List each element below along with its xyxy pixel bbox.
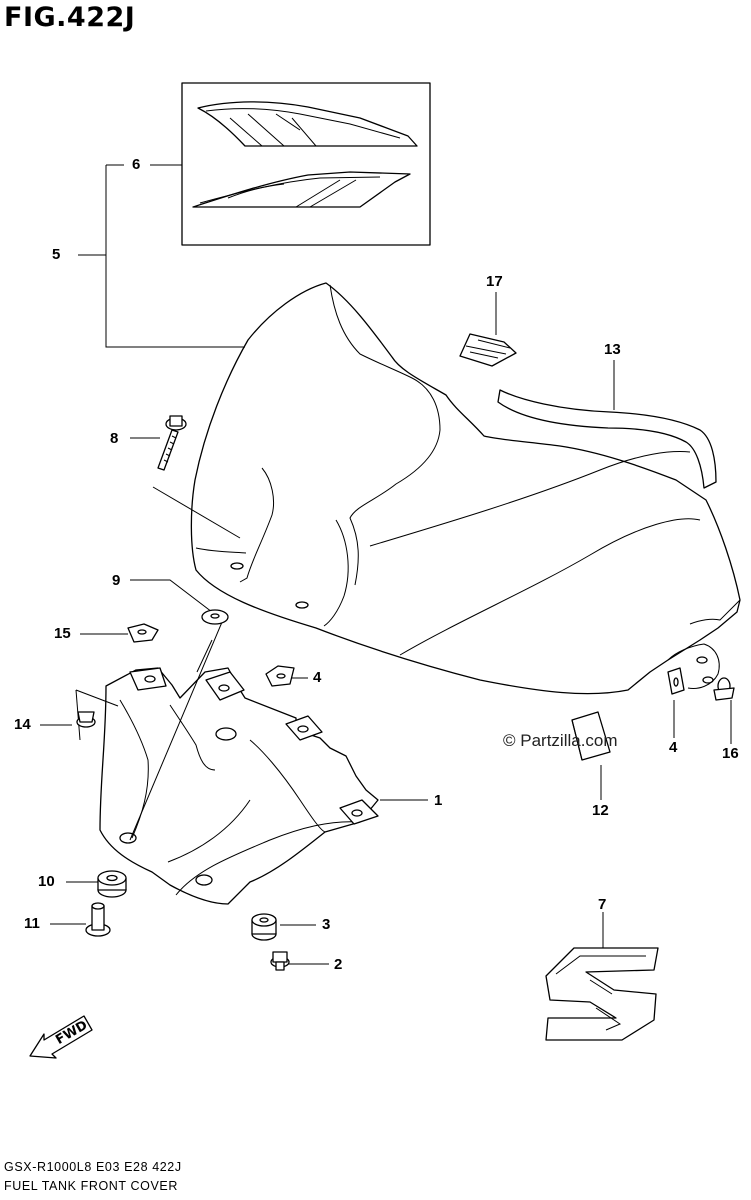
callout-7: 7	[598, 896, 607, 913]
footer-model-code: GSX-R1000L8 E03 E28 422J	[4, 1160, 182, 1174]
grommet-10	[97, 870, 127, 898]
callout-11: 11	[24, 915, 40, 932]
callout-17: 17	[486, 273, 503, 290]
callout-10: 10	[38, 873, 55, 890]
callout-16: 16	[722, 745, 739, 762]
screw-bolt	[157, 415, 187, 471]
callout-1: 1	[434, 792, 443, 809]
callout-2: 2	[334, 956, 343, 973]
nut-4-right	[667, 667, 685, 695]
callout-6: 6	[132, 156, 141, 173]
callout-4-right: 4	[669, 739, 678, 756]
inner-cover	[99, 667, 379, 905]
callout-3: 3	[322, 916, 331, 933]
callout-13: 13	[604, 341, 621, 358]
callout-4-upper: 4	[313, 669, 322, 686]
fwd-label: FWD	[53, 1018, 90, 1048]
clip-14	[76, 711, 96, 728]
watermark: © Partzilla.com	[503, 731, 618, 750]
leader-lines	[40, 164, 732, 965]
callout-15: 15	[54, 625, 71, 642]
grommet-3	[251, 913, 277, 941]
callout-5: 5	[52, 246, 61, 263]
tape-strip	[497, 389, 717, 489]
nut-15	[127, 623, 159, 643]
bolt-2	[270, 951, 290, 971]
callout-9: 9	[112, 572, 121, 589]
collar-11	[85, 902, 111, 937]
cushion-pad	[459, 333, 517, 367]
washer	[201, 609, 229, 625]
clip-16	[713, 677, 735, 701]
callout-12: 12	[592, 802, 609, 819]
callout-14: 14	[14, 716, 31, 733]
pad-12	[571, 711, 611, 761]
nut-4-upper	[265, 665, 295, 687]
decal-set-box	[181, 82, 431, 246]
fuel-tank-front-cover	[190, 282, 741, 695]
footer-part-name: FUEL TANK FRONT COVER	[4, 1179, 178, 1193]
callout-8: 8	[110, 430, 119, 447]
emblem-s	[545, 947, 659, 1041]
fwd-arrow: FWD	[29, 1015, 93, 1059]
figure-title: FIG.422J	[4, 2, 136, 33]
